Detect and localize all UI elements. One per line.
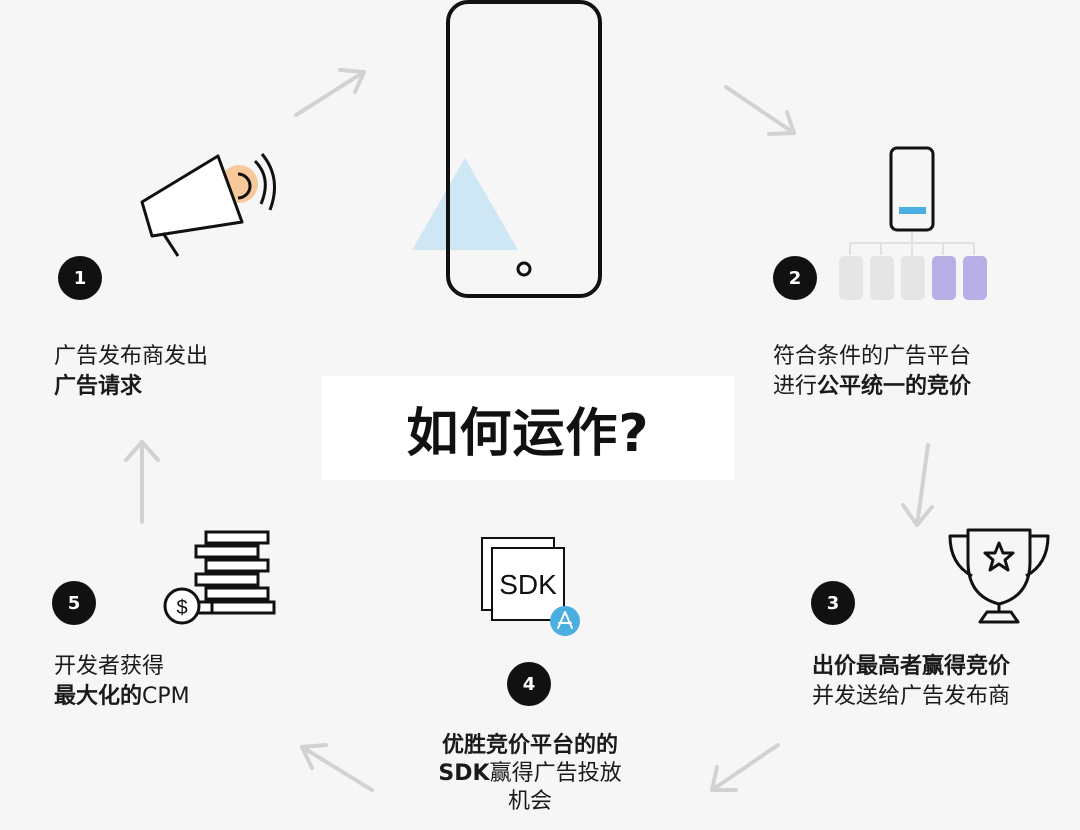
step-3-badge: 3	[811, 581, 855, 625]
auction-icon	[839, 146, 987, 300]
page-title: 如何运作?	[406, 403, 650, 464]
megaphone-icon	[140, 153, 276, 257]
step-4-text: 优胜竞价平台的的 SDK赢得广告投放 机会	[438, 733, 622, 814]
step-3-text: 出价最高者赢得竞价 并发送给广告发布商	[812, 654, 1011, 709]
coins-icon: $	[163, 530, 276, 625]
dollar-sign: $	[176, 597, 187, 619]
step-2-text: 符合条件的广告平台 进行公平统一的竞价	[773, 344, 972, 399]
step-2-badge: 2	[773, 256, 817, 300]
trophy-icon	[948, 528, 1050, 624]
step-1-text: 广告发布商发出 广告请求	[54, 344, 209, 399]
title-box: 如何运作?	[322, 376, 734, 480]
center-phone-icon	[412, 0, 602, 298]
arrow-1-to-phone	[294, 68, 366, 117]
arrow-3-to-4	[710, 743, 780, 792]
arrow-phone-to-2	[724, 85, 796, 136]
step-5-badge: 5	[52, 581, 96, 625]
sdk-icon: SDK	[481, 537, 580, 636]
step-5-text: 开发者获得 最大化的CPM	[54, 654, 190, 709]
step-4-badge: 4	[507, 662, 551, 706]
sdk-text: SDK	[499, 569, 557, 600]
arrow-4-to-5	[300, 743, 374, 792]
step-1-badge: 1	[58, 256, 102, 300]
arrow-5-to-1	[124, 440, 160, 524]
arrow-2-to-3	[901, 443, 934, 527]
cycle-arrows	[124, 68, 934, 792]
